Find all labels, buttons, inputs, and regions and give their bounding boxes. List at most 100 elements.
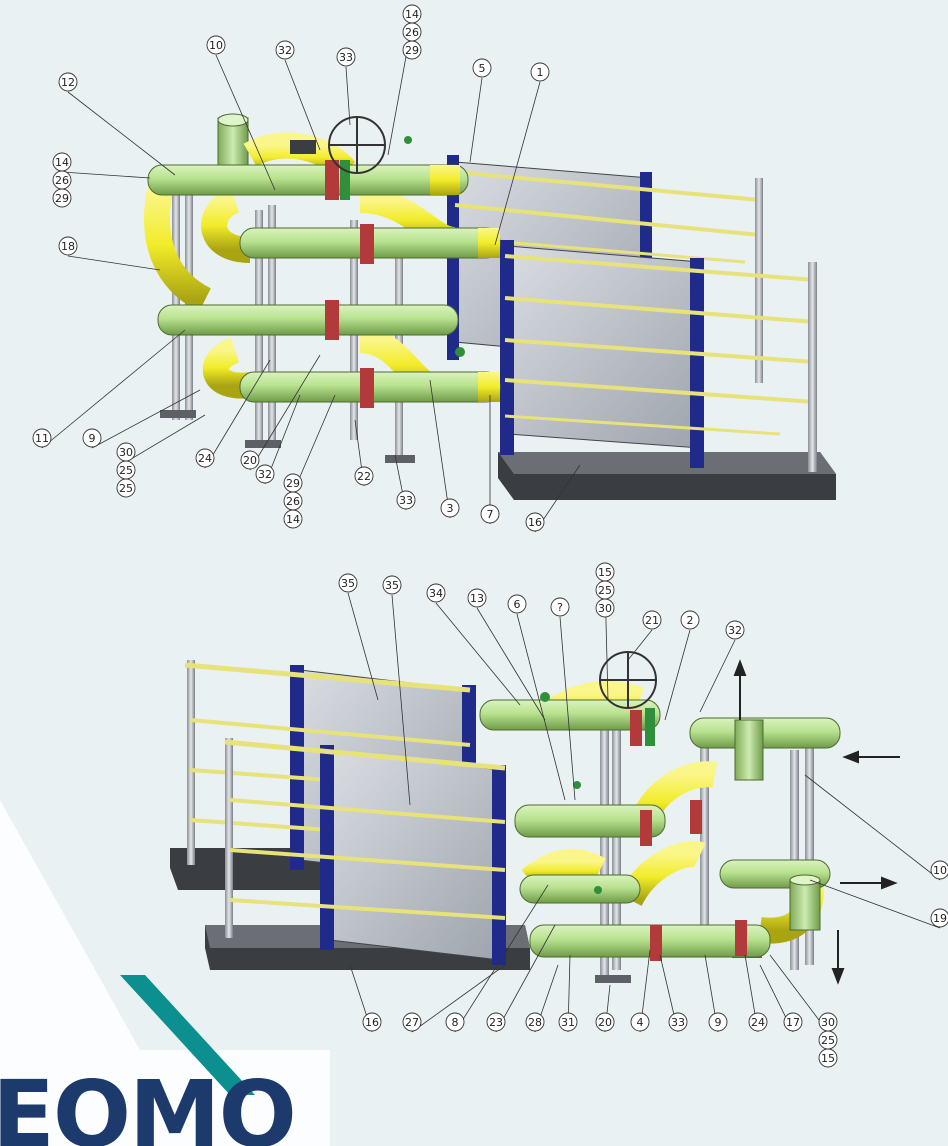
- callout-bubble: 26: [402, 22, 422, 42]
- callout-number: 33: [671, 1016, 685, 1029]
- callout-number: 35: [385, 579, 399, 592]
- callout-number: 25: [598, 584, 612, 597]
- logo-teal-band: [0, 800, 330, 1146]
- callout-number: 15: [598, 566, 612, 579]
- callout-number: 3: [447, 502, 454, 515]
- callout-number: 28: [528, 1016, 542, 1029]
- callout-number: 25: [119, 482, 133, 495]
- yellow-bend: [521, 848, 606, 891]
- leader-line: [61, 171, 151, 179]
- callout-bubble: 15: [595, 562, 615, 582]
- callout-bubble: 11: [32, 428, 52, 448]
- pipe-yellow-end: [478, 228, 500, 258]
- flow-arrows: [733, 659, 900, 985]
- callout-number: 10: [933, 864, 947, 877]
- callout-bubble: 23: [486, 1012, 506, 1032]
- callout-bubble: 34: [426, 583, 446, 603]
- callout-number: 1: [537, 66, 544, 79]
- leader-line: [476, 607, 546, 721]
- leader-line: [627, 629, 653, 661]
- callout-number: 30: [598, 602, 612, 615]
- front-plate-exchanger: [500, 240, 817, 472]
- pipe-header: [519, 874, 641, 904]
- pipe-header: [157, 304, 459, 336]
- leader-line: [91, 389, 201, 449]
- callout-bubble: 30: [818, 1012, 838, 1032]
- callout-bubble: 20: [240, 450, 260, 470]
- callout-bubble: 28: [525, 1012, 545, 1032]
- callout-number: 14: [55, 156, 69, 169]
- valves: [290, 116, 465, 408]
- callout-number: 20: [243, 454, 257, 467]
- callout-bubble: 9: [82, 428, 102, 448]
- callout-number: 34: [429, 587, 443, 600]
- leader-line: [804, 774, 941, 881]
- leader-line: [559, 616, 576, 801]
- leader-line: [249, 354, 321, 471]
- callout-number: 33: [399, 494, 413, 507]
- vertical-nozzle: [734, 719, 764, 781]
- leader-line: [494, 81, 541, 246]
- leader-line: [809, 879, 941, 929]
- callout-bubble: 29: [52, 188, 72, 208]
- callout-number: 26: [55, 174, 69, 187]
- callout-number: 10: [209, 39, 223, 52]
- callout-number: 12: [61, 76, 75, 89]
- callout-bubble: 14: [52, 152, 72, 172]
- callout-bubble: 33: [336, 47, 356, 67]
- leader-lines: [41, 23, 941, 1033]
- callout-number: 5: [479, 62, 486, 75]
- callout-bubble: 14: [283, 509, 303, 529]
- callout-bubble: 20: [595, 1012, 615, 1032]
- callout-bubble: 33: [396, 490, 416, 510]
- callout-number: 7: [487, 508, 494, 521]
- callout-bubble: 8: [445, 1012, 465, 1032]
- leader-line: [454, 884, 549, 1033]
- pipe-header: [689, 717, 841, 749]
- logo-wordmark: ЕОМО: [0, 1061, 295, 1146]
- callout-bubble: 9: [708, 1012, 728, 1032]
- pipe-header: [514, 804, 666, 838]
- leader-line: [67, 91, 176, 176]
- callout-bubble: 26: [52, 170, 72, 190]
- callout-number: 9: [715, 1016, 722, 1029]
- callout-bubble: 18: [58, 236, 78, 256]
- callout-number: 30: [119, 446, 133, 459]
- leader-line: [699, 639, 736, 713]
- callout-number: 19: [933, 912, 947, 925]
- callout-number: 4: [637, 1016, 644, 1029]
- callout-number: 24: [751, 1016, 765, 1029]
- callout-number: 32: [728, 624, 742, 637]
- callout-bubble: 16: [362, 1012, 382, 1032]
- callout-bubble: 29: [402, 40, 422, 60]
- callout-bubble: 16: [525, 512, 545, 532]
- pipe-yellow-end: [430, 165, 460, 195]
- callout-number: 2: [687, 614, 694, 627]
- callout-bubble: 1: [530, 62, 550, 82]
- top-view: [144, 113, 836, 500]
- callout-number: 21: [645, 614, 659, 627]
- callout-number: 13: [470, 592, 484, 605]
- callout-number: 11: [35, 432, 49, 445]
- brand-logo: ЕОМО: [0, 800, 330, 1146]
- bottom-view: [170, 651, 900, 985]
- callout-bubble: 17: [783, 1012, 803, 1032]
- leader-line: [284, 59, 321, 151]
- yellow-bend: [618, 840, 706, 907]
- callout-bubble: 3: [440, 498, 460, 518]
- leader-line: [411, 964, 506, 1033]
- callout-number: 31: [561, 1016, 575, 1029]
- callout-bubble: 25: [595, 580, 615, 600]
- callout-number: 26: [405, 26, 419, 39]
- callout-number: 24: [198, 452, 212, 465]
- callout-bubble: 4: [630, 1012, 650, 1032]
- callout-number: 14: [405, 8, 419, 21]
- logo-teal-stripe: [120, 975, 255, 1095]
- callout-bubble: 32: [255, 464, 275, 484]
- callout-bubble: 27: [402, 1012, 422, 1032]
- leader-line: [347, 592, 379, 701]
- callout-number: 9: [89, 432, 96, 445]
- callout-bubble: 35: [382, 575, 402, 595]
